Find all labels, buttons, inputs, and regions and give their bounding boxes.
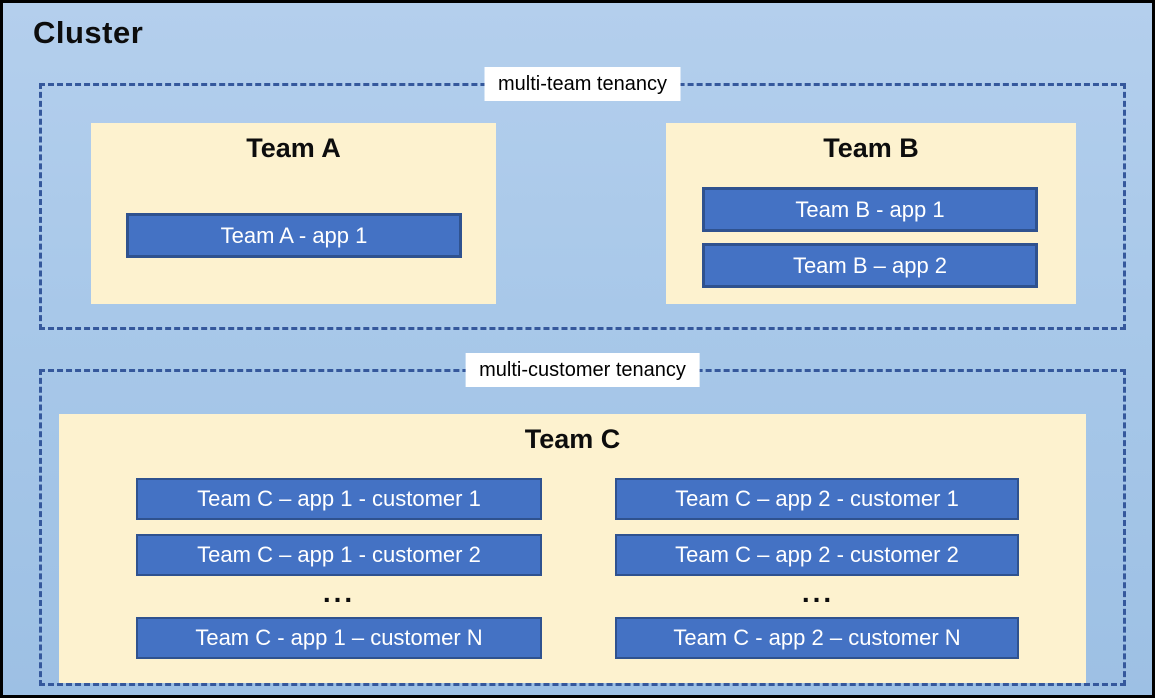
multi-customer-tenancy-label: multi-customer tenancy <box>465 353 700 387</box>
cluster-title: Cluster <box>33 15 144 50</box>
multi-team-tenancy-group: multi-team tenancy Team A Team A - app 1… <box>39 67 1126 330</box>
team-c-app1-ellipsis: ... <box>322 577 356 608</box>
team-c-panel: Team C Team C – app 1 - customer 1 Team … <box>59 414 1086 683</box>
team-c-app2-customerN-box: Team C - app 2 – customer N <box>615 617 1019 659</box>
team-c-app1-customerN-box: Team C - app 1 – customer N <box>136 617 542 659</box>
team-a-panel: Team A Team A - app 1 <box>91 123 496 304</box>
team-b-app-2-box: Team B – app 2 <box>702 243 1038 288</box>
multi-team-tenancy-label: multi-team tenancy <box>484 67 681 101</box>
team-c-app2-customer1-box: Team C – app 2 - customer 1 <box>615 478 1019 520</box>
multi-customer-tenancy-group: multi-customer tenancy Team C Team C – a… <box>39 353 1126 686</box>
team-c-app2-customer2-box: Team C – app 2 - customer 2 <box>615 534 1019 576</box>
team-c-app1-customer2-box: Team C – app 1 - customer 2 <box>136 534 542 576</box>
team-b-panel: Team B Team B - app 1 Team B – app 2 <box>666 123 1076 304</box>
team-a-title: Team A <box>246 133 341 163</box>
team-c-app2-ellipsis: ... <box>801 577 835 608</box>
team-a-app-1-box: Team A - app 1 <box>126 213 462 258</box>
team-b-app-1-box: Team B - app 1 <box>702 187 1038 232</box>
team-b-title: Team B <box>823 133 919 163</box>
team-c-app1-customer1-box: Team C – app 1 - customer 1 <box>136 478 542 520</box>
team-c-title: Team C <box>524 424 621 454</box>
